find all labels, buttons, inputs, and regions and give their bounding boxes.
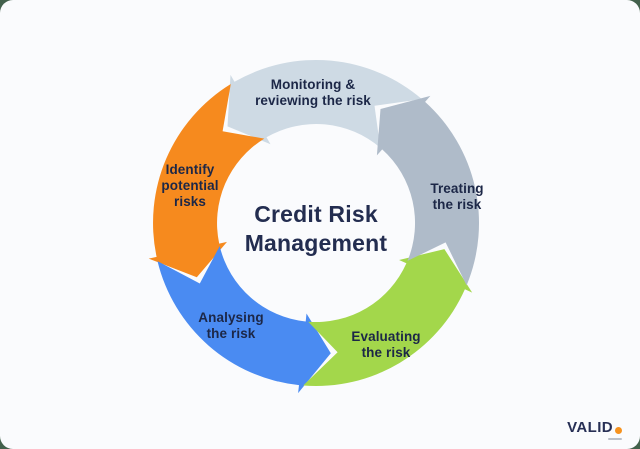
ring-segment-identify — [148, 84, 265, 278]
valid-logo-text: VALID — [567, 419, 613, 436]
logo-tagline-mark — [608, 437, 622, 440]
ring-segment-treating — [376, 95, 480, 286]
ring-segment-evaluating — [303, 249, 473, 387]
diagram-title: Credit Risk Management — [244, 201, 388, 256]
valid-logo: VALID — [567, 419, 622, 440]
valid-logo-dot-icon — [615, 427, 622, 434]
segment-label-identify: Identify potential risks — [161, 162, 219, 209]
ring-segment-monitoring — [227, 59, 422, 148]
ring-segment-analysing — [157, 246, 331, 394]
segment-label-evaluating: Evaluating the risk — [351, 329, 421, 360]
segment-label-treating: Treating the risk — [430, 181, 484, 212]
segment-label-monitoring: Monitoring & reviewing the risk — [255, 77, 371, 108]
segment-label-analysing: Analysing the risk — [198, 310, 264, 341]
